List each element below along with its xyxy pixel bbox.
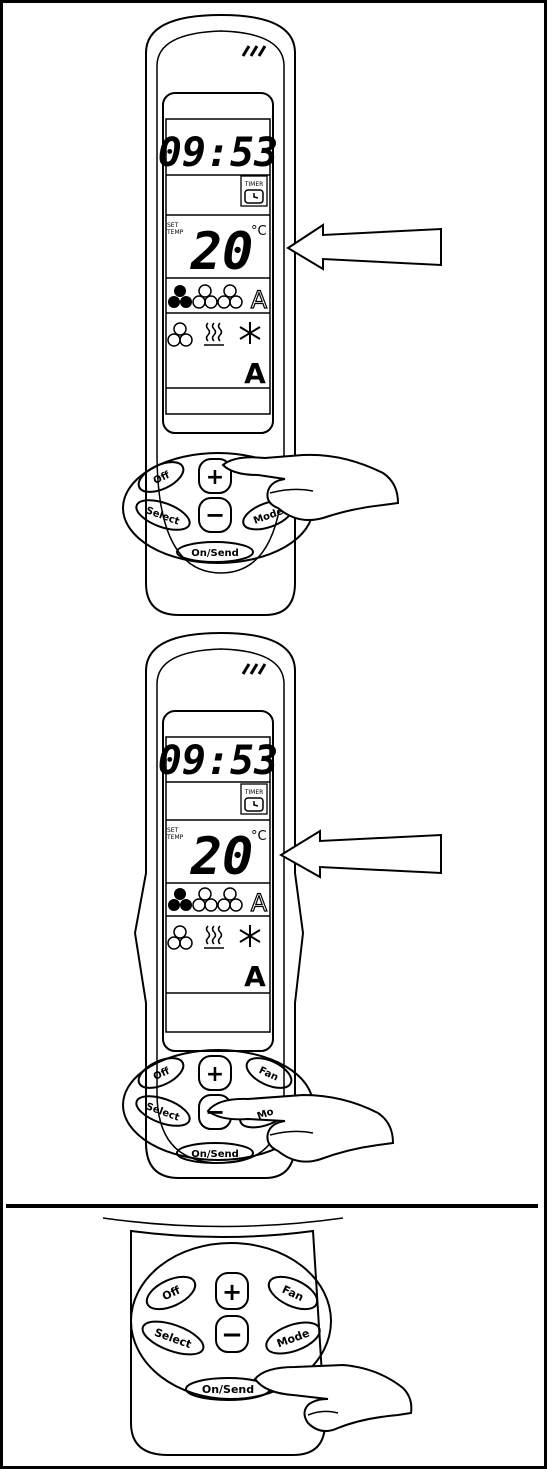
timer-clock-icon — [245, 190, 263, 203]
fan-low-icon — [168, 285, 192, 308]
snowflake-icon — [240, 322, 260, 344]
arrow-left-icon — [288, 225, 441, 269]
heat-icon — [204, 323, 224, 345]
remote-2-timer-label: TIMER — [244, 789, 264, 796]
remote-1-timer-label: TIMER — [244, 181, 264, 188]
remote-1-clock: 09:53 — [158, 130, 278, 176]
fan-mid-icon — [193, 285, 217, 308]
remote-2-temperature: 20 — [190, 827, 254, 887]
remote-2-off-label: Off — [152, 1065, 173, 1082]
signal-marks-icon — [243, 46, 265, 56]
remote-1-temp-unit: °C — [251, 224, 267, 239]
arrow-left-icon — [281, 831, 441, 877]
remote-2 — [123, 633, 441, 1178]
closeup-plus-label: + — [222, 1278, 242, 1306]
timer-clock-icon — [245, 798, 263, 811]
remote-2-clock: 09:53 — [158, 738, 278, 784]
closeup-remote — [103, 1218, 411, 1455]
remote-2-onsend-label: On/Send — [191, 1149, 239, 1160]
remote-2-temp-unit: °C — [251, 829, 267, 844]
remote-2-fan-label: Fan — [257, 1065, 280, 1083]
remote-1-set-label: SET — [167, 222, 179, 229]
remote-2-plus-label: + — [206, 1062, 224, 1087]
fan-low-icon — [168, 888, 192, 911]
closeup-minus-label: − — [221, 1320, 243, 1350]
illustration-canvas: 09:53 TIMER SET TEMP 20 °C A A Off + − S… — [3, 3, 547, 1469]
fan-speed-icons — [168, 285, 242, 346]
remote-1-onsend-label: On/Send — [191, 548, 239, 559]
fan-mode-icon — [168, 323, 192, 346]
remote-2-minus-label: − — [205, 1098, 225, 1126]
remote-2-select-label: Select — [144, 1101, 181, 1123]
remote-1-auto-mode-letter: A — [244, 357, 266, 390]
closeup-fan-label: Fan — [280, 1283, 306, 1304]
fan-mid-icon — [193, 888, 217, 911]
remote-1-off-label: Off — [152, 469, 173, 486]
remote-2-texts: 09:53 TIMER SET TEMP 20 °C A A Off Fan +… — [144, 738, 280, 1160]
hand-icon — [223, 455, 398, 520]
signal-marks-icon — [243, 664, 265, 674]
remote-1-plus-label: + — [206, 465, 224, 490]
remote-1-temp-label: TEMP — [166, 229, 184, 236]
hand-icon — [255, 1365, 411, 1431]
remote-2-auto-mode-letter: A — [244, 960, 266, 993]
remote-2-auto-fan-letter: A — [251, 889, 268, 917]
remote-1-select-label: Select — [144, 505, 181, 527]
fan-speed-icons — [168, 888, 242, 949]
snowflake-icon — [240, 925, 260, 947]
fan-high-icon — [218, 888, 242, 911]
closeup-onsend-label: On/Send — [202, 1383, 254, 1396]
remote-1-minus-label: − — [205, 501, 225, 529]
heat-icon — [204, 926, 224, 948]
remote-1-auto-fan-letter: A — [251, 286, 268, 314]
fan-high-icon — [218, 285, 242, 308]
closeup-off-label: Off — [160, 1284, 182, 1304]
remote-2-set-label: SET — [167, 827, 179, 834]
remote-2-temp-label: TEMP — [166, 834, 184, 841]
remote-1-temperature: 20 — [190, 222, 254, 282]
fan-mode-icon — [168, 926, 192, 949]
